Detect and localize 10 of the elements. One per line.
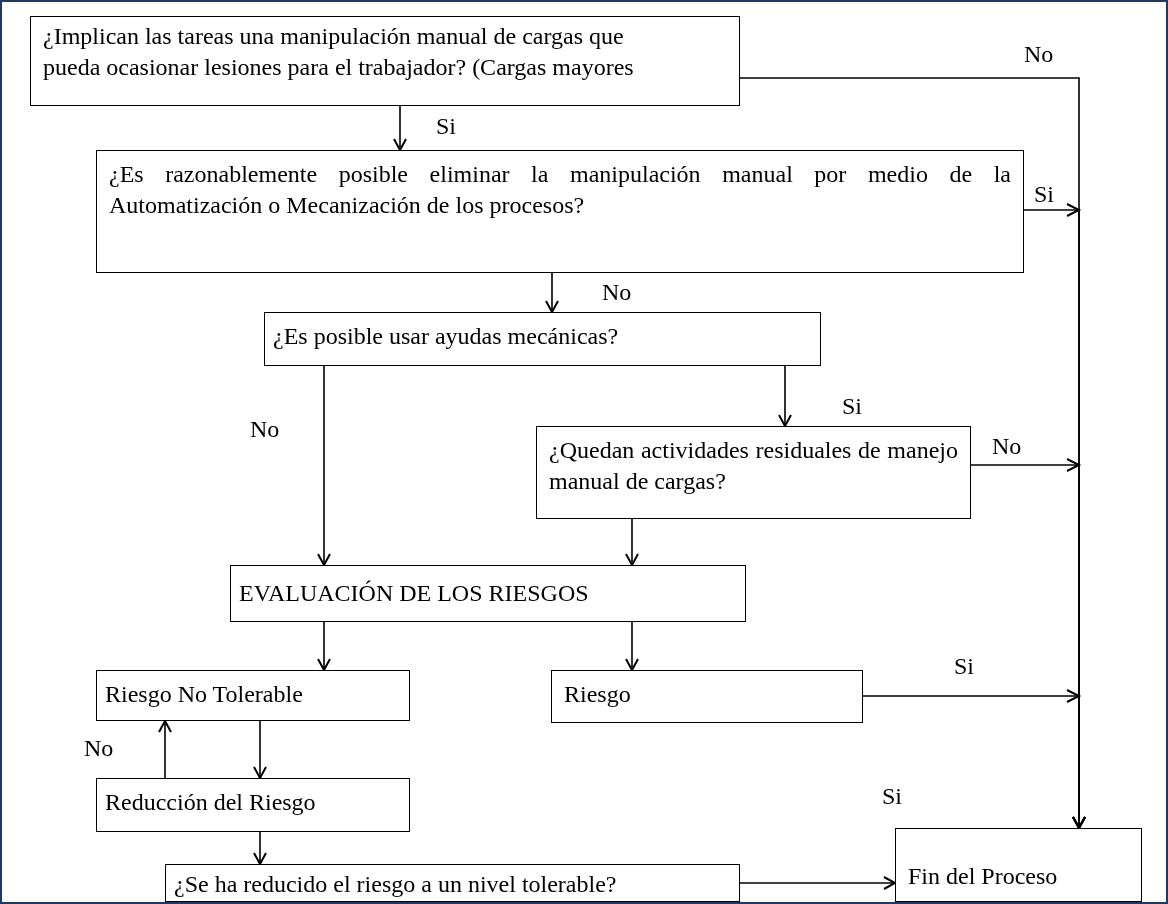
process-box: ¿Es razonablemente posible eliminar la manipulación manual por medio de la Automatización o Mecanización de los procesos? <box>96 150 1024 273</box>
process-box: Riesgo No Tolerable <box>96 670 410 721</box>
process-box: ¿Se ha reducido el riesgo a un nivel tolerable? <box>165 864 740 902</box>
process-box: EVALUACIÓN DE LOS RIESGOS <box>230 565 746 622</box>
process-box: ¿Quedan actividades residuales de manejo manual de cargas? <box>536 426 971 519</box>
process-box: Riesgo <box>551 670 863 723</box>
process-box: ¿Es posible usar ayudas mecánicas? <box>264 312 821 366</box>
process-box: Reducción del Riesgo <box>96 778 410 832</box>
process-box: Fin del Proceso <box>895 828 1142 902</box>
process-box: ¿Implican las tareas una manipulación manual de cargas que pueda ocasionar lesiones para el trabajador? (Cargas mayores <box>30 16 740 106</box>
